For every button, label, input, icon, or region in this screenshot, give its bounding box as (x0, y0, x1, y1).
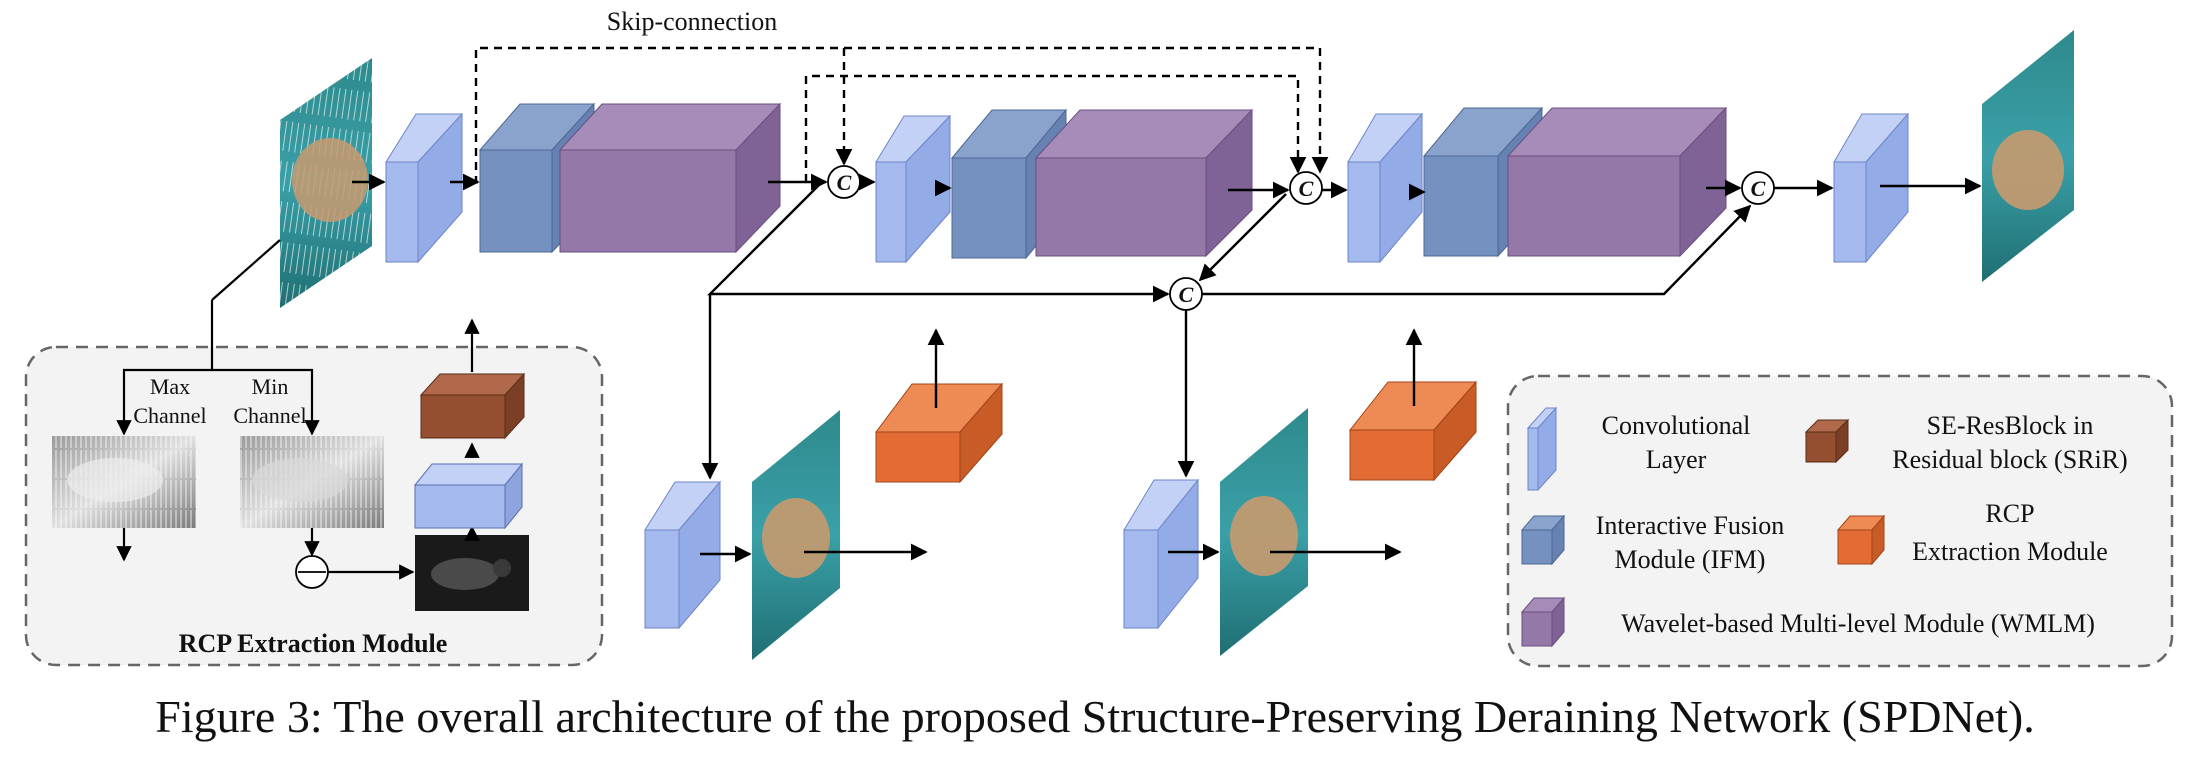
max-channel-label-2: Channel (133, 403, 206, 428)
arrow-stage2-to-middle (1198, 193, 1287, 282)
branch2-conv (1123, 478, 1200, 630)
stage1-wmlm (558, 102, 782, 254)
input-branch-line (211, 239, 281, 301)
arrow-to-max (116, 368, 212, 436)
skip-connection-inner (804, 74, 1307, 182)
branch2-image (1220, 408, 1308, 656)
svg-text:C: C (1179, 282, 1194, 307)
input-rainy-image (280, 58, 372, 308)
min-channel-image (240, 436, 384, 528)
rcp-module-title: RCP Extraction Module (179, 629, 448, 658)
skip-connection-outer (474, 46, 1329, 184)
svg-text:C: C (1751, 176, 1766, 201)
legend-panel (1506, 374, 2174, 668)
concat-node-2: C (1289, 171, 1323, 205)
legend-wmlm-label: Wavelet-based Multi-level Module (WMLM) (1621, 609, 2095, 638)
legend-conv-icon (1526, 406, 1558, 492)
final-conv (1833, 112, 1910, 264)
skip-connection-label: Skip-connection (607, 7, 777, 36)
legend-rcp-label-1: RCP (1985, 499, 2034, 528)
legend-ifm-label-2: Module (IFM) (1615, 545, 1766, 574)
max-channel-image (52, 436, 196, 528)
min-channel-label-2: Channel (233, 403, 306, 428)
figure-caption: Figure 3: The overall architecture of th… (155, 691, 2035, 742)
stage3-conv (1347, 112, 1424, 264)
concat-node-3: C (1741, 171, 1775, 205)
rcp-residue-image (415, 535, 529, 611)
legend-rcp-label-2: Extraction Module (1912, 537, 2108, 566)
legend-ifm-label-1: Interactive Fusion (1596, 511, 1784, 540)
legend-srir-label-2: Residual block (SRiR) (1892, 445, 2127, 474)
concat-node-middle: C (1169, 277, 1203, 311)
branch1-image (752, 410, 840, 660)
branch1-conv (644, 480, 722, 630)
legend-srir-icon (1804, 418, 1850, 464)
legend-ifm-icon (1520, 514, 1566, 566)
stage2-conv (875, 114, 952, 264)
min-channel-label-1: Min (252, 374, 289, 399)
legend-wmlm-icon (1520, 596, 1566, 648)
stage1-conv (385, 112, 464, 264)
rcp-conv-block (413, 462, 524, 530)
branch1-rcp (875, 382, 1004, 484)
subtract-node (295, 555, 329, 589)
stage2-wmlm (1034, 108, 1254, 258)
max-channel-label-1: Max (150, 374, 190, 399)
spdnet-diagram: Max Channel Min Channel RCP Extraction M… (24, 7, 2174, 668)
legend-conv-label-1: Convolutional (1602, 411, 1751, 440)
arrow-middle-to-c3 (1202, 204, 1752, 296)
concat-node-1: C (827, 165, 861, 199)
legend-rcp-icon (1836, 514, 1886, 566)
legend-srir-label-1: SE-ResBlock in (1927, 411, 2094, 440)
stage3-wmlm (1506, 106, 1728, 258)
output-derained-image (1982, 30, 2074, 282)
svg-text:C: C (837, 170, 852, 195)
svg-text:C: C (1299, 176, 1314, 201)
legend-conv-label-2: Layer (1646, 445, 1707, 474)
arrow-to-min (212, 368, 320, 436)
rcp-srir-block (419, 372, 526, 440)
